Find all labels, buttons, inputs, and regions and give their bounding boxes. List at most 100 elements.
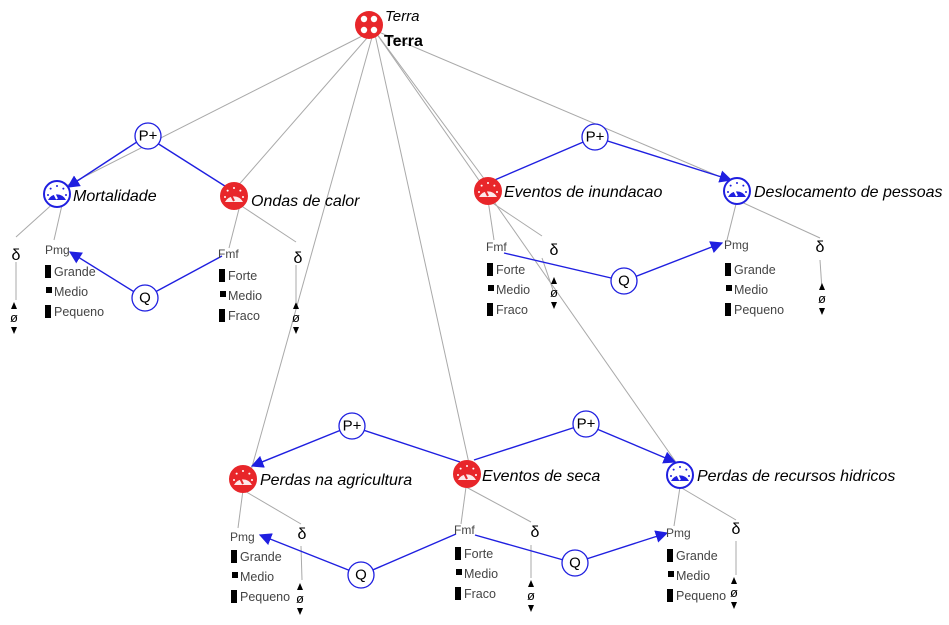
p-plus-node[interactable]: P+ [581,123,609,151]
gauge-icon [220,182,248,210]
decrease-arrow-icon [297,608,303,615]
root-title-bold: Terra [384,33,423,50]
value-marker [232,572,238,578]
entities-layer: MortalidadePmgGrandeMedioPequenoδøOndas … [10,177,943,615]
entity-label: Deslocamento de pessoas [754,184,943,201]
value-marker [45,305,51,318]
derivative-symbol: δ [550,242,559,259]
value-marker [725,263,731,276]
decrease-arrow-icon [293,327,299,334]
derivative-symbol: δ [816,239,825,256]
zero-derivative-symbol: ø [527,588,535,603]
value-marker [219,309,225,322]
value-label: Medio [240,570,274,584]
value-marker [488,285,494,291]
increase-arrow-icon [297,583,303,590]
value-label: Grande [734,263,776,277]
quantity-name: Pmg [45,243,70,257]
gauge-icon [43,180,71,208]
value-marker [46,287,52,293]
p-plus-label: P+ [577,416,596,433]
value-marker [231,550,237,563]
q-label: Q [355,567,367,584]
entity-label: Perdas na agricultura [260,472,412,489]
value-marker [455,547,461,560]
value-label: Fraco [228,309,260,323]
derivative-symbol: δ [298,526,307,543]
q-label: Q [139,290,151,307]
increase-arrow-icon [731,577,737,584]
root-title-italic: Terra [385,8,419,25]
p-plus-node[interactable]: P+ [338,412,366,440]
zero-derivative-symbol: ø [730,585,738,600]
root-icon [355,11,383,39]
quantity-name: Fmf [218,247,239,261]
value-marker [455,587,461,600]
value-label: Grande [240,550,282,564]
zero-derivative-symbol: ø [296,591,304,606]
value-label: Medio [54,285,88,299]
entity-structure-lines [15,199,823,581]
q-node[interactable]: Q [610,267,638,295]
p-plus-label: P+ [586,129,605,146]
quantity-name: Pmg [666,526,691,540]
quantity-name: Pmg [230,530,255,544]
q-node[interactable]: Q [131,284,159,312]
entity-deslocamento[interactable]: Deslocamento de pessoasPmgGrandeMedioPeq… [723,177,943,317]
value-label: Forte [228,269,257,283]
value-marker [725,303,731,316]
decrease-arrow-icon [731,602,737,609]
value-marker [487,263,493,276]
value-marker [219,269,225,282]
q-node[interactable]: Q [347,561,375,589]
value-label: Pequeno [240,590,290,604]
entity-label: Eventos de seca [482,468,600,485]
gauge-icon [229,465,257,493]
zero-derivative-symbol: ø [550,285,558,300]
value-label: Pequeno [54,305,104,319]
gauge-icon [453,460,481,488]
increase-arrow-icon [528,580,534,587]
value-marker [231,590,237,603]
quantity-name: Fmf [486,240,507,254]
decrease-arrow-icon [819,308,825,315]
value-label: Pequeno [676,589,726,603]
derivative-symbol: δ [531,524,540,541]
decrease-arrow-icon [528,605,534,612]
entity-label: Eventos de inundacao [504,184,662,201]
zero-derivative-symbol: ø [818,291,826,306]
q-node[interactable]: Q [561,549,589,577]
value-marker [220,291,226,297]
value-marker [667,549,673,562]
quantity-name: Fmf [454,523,475,537]
value-label: Fraco [496,303,528,317]
root-node[interactable]: Terra Terra [355,8,423,50]
value-marker [487,303,493,316]
p-plus-node[interactable]: P+ [572,410,600,438]
entity-hidricos[interactable]: Perdas de recursos hidricosPmgGrandeMedi… [666,461,895,609]
value-label: Pequeno [734,303,784,317]
decrease-arrow-icon [551,302,557,309]
value-label: Medio [676,569,710,583]
zero-derivative-symbol: ø [292,310,300,325]
entity-agricultura[interactable]: Perdas na agriculturaPmgGrandeMedioPeque… [229,465,412,615]
value-marker [45,265,51,278]
p-plus-label: P+ [139,128,158,145]
derivative-symbol: δ [294,250,303,267]
increase-arrow-icon [551,277,557,284]
relation-nodes: P+ P+ P+ P+ Q Q Q Q [131,122,638,589]
entity-label: Perdas de recursos hidricos [697,468,895,485]
derivative-symbol: δ [12,247,21,264]
quantity-name: Pmg [724,238,749,252]
p-plus-node[interactable]: P+ [134,122,162,150]
value-label: Medio [228,289,262,303]
derivative-symbol: δ [732,521,741,538]
value-label: Fraco [464,587,496,601]
value-label: Grande [54,265,96,279]
entity-label: Mortalidade [73,188,157,205]
